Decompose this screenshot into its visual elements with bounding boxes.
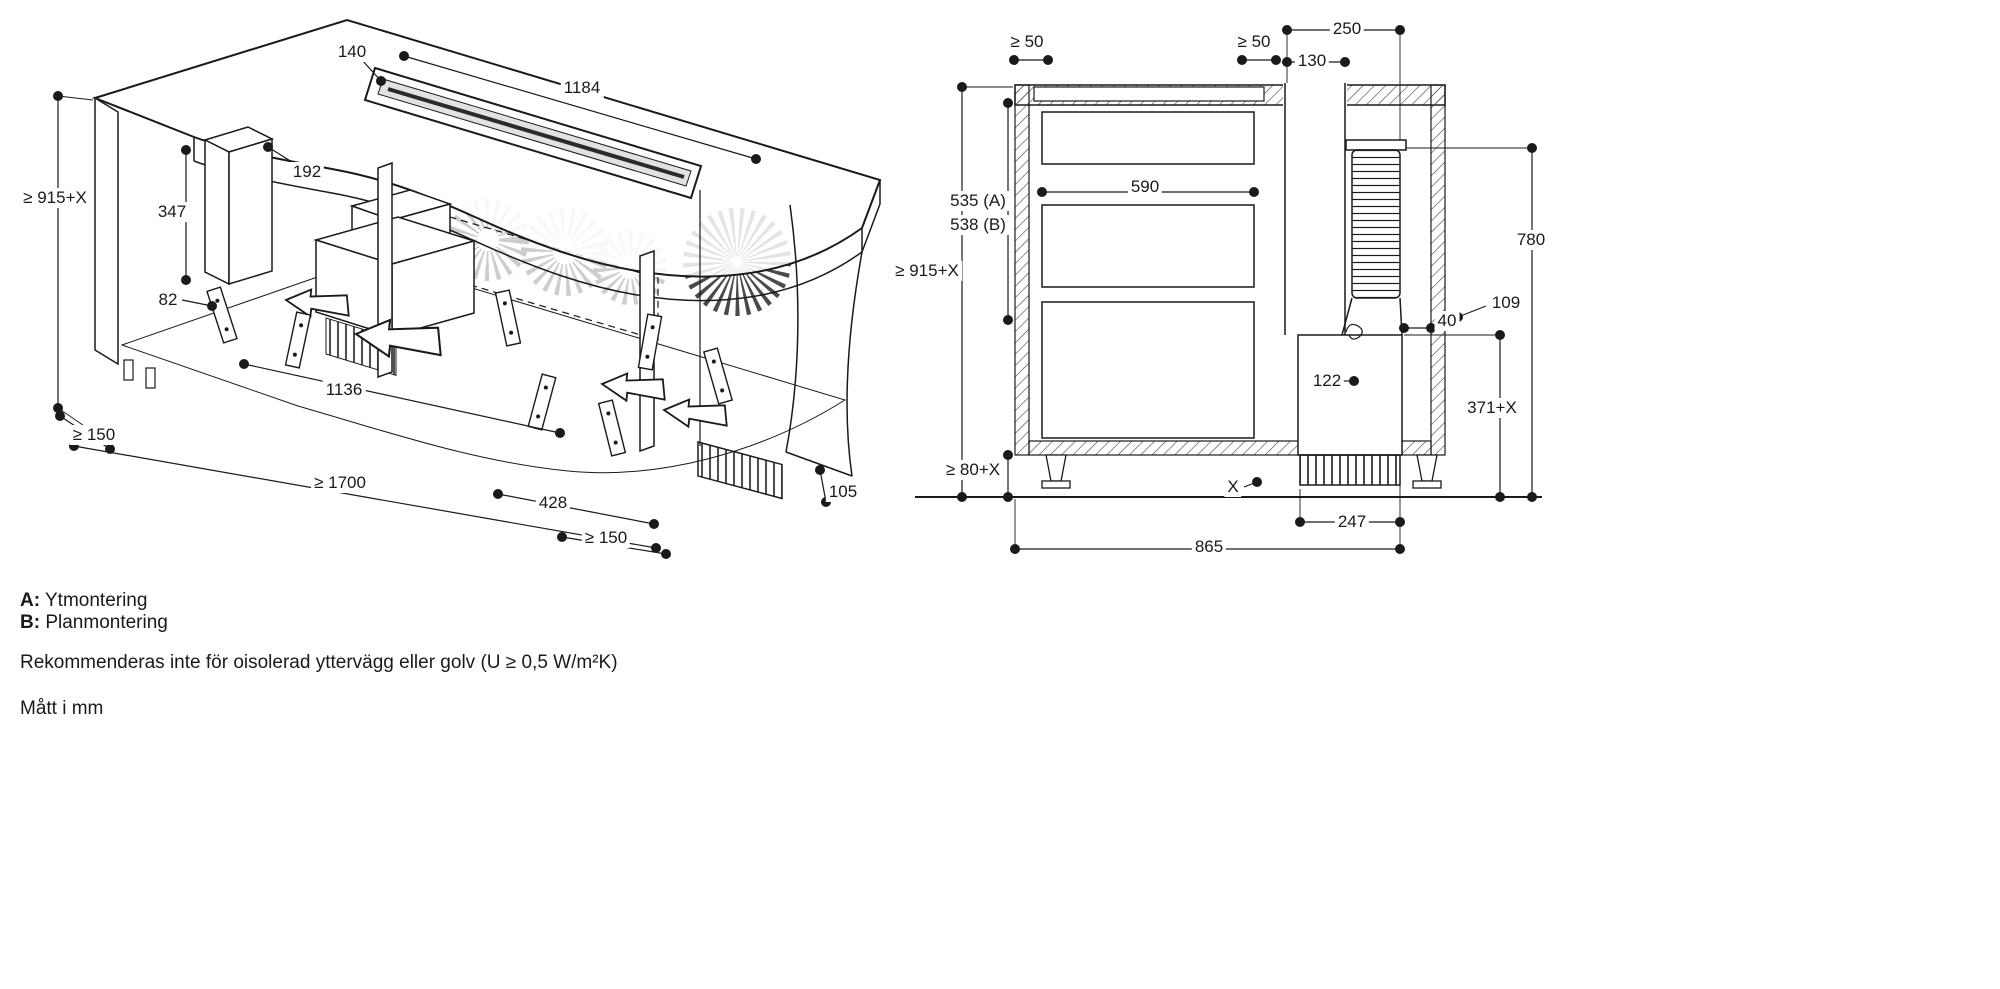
dim-hose-780: 780 — [1513, 230, 1549, 250]
right-panel-outer — [846, 251, 863, 477]
drawer — [1041, 111, 1255, 165]
leg — [123, 359, 134, 381]
dim-recess-x: X — [1224, 477, 1242, 497]
dim-depth-428: 428 — [535, 493, 571, 513]
worktop-right-edge — [861, 180, 881, 253]
cooktop — [1033, 86, 1265, 102]
dim-clearance-50-left: ≥ 50 — [1007, 32, 1047, 52]
airflow-arrow-icon — [600, 372, 666, 403]
dim-gap-40: 40 — [1434, 311, 1460, 331]
dim-plinth-80x: ≥ 80+X — [942, 460, 1004, 480]
recirculation-box — [202, 126, 275, 286]
dim-duct-130: 130 — [1294, 51, 1330, 71]
dim-offset-109: 109 — [1488, 293, 1524, 313]
cable-curl-icon — [1345, 323, 1363, 340]
units-note: Mått i mm — [20, 698, 104, 719]
section-view — [915, 25, 1542, 554]
dim-duct-250: 250 — [1329, 19, 1365, 39]
right-wall — [1430, 84, 1446, 456]
airflow-arrow-icon — [353, 318, 442, 359]
legend-a-text: Ytmontering — [45, 590, 148, 611]
dim-box-depth-192: 192 — [289, 162, 325, 182]
dim-clearance-50-mid: ≥ 50 — [1234, 32, 1274, 52]
dim-clearance-150-left: ≥ 150 — [69, 425, 119, 445]
iso-dimension-lines — [53, 51, 831, 559]
dim-min-width-1700: ≥ 1700 — [311, 473, 369, 493]
dim-depth-535-a: 535 (A) — [947, 191, 1009, 211]
dim-inner-width-1136: 1136 — [322, 380, 366, 400]
dim-slot-length-1184: 1184 — [560, 78, 604, 98]
dim-blower-width-247: 247 — [1334, 512, 1370, 532]
drawer — [1041, 204, 1255, 288]
left-wall — [1014, 84, 1030, 456]
cabinet-foot — [1412, 454, 1442, 489]
dim-total-width-865: 865 — [1191, 537, 1227, 557]
leg — [145, 367, 156, 389]
cabinet-foot — [1041, 454, 1071, 489]
legend-b: B: Planmontering — [20, 612, 168, 634]
dim-blower-371x: 371+X — [1464, 398, 1520, 418]
legend-a: A: Ytmontering — [20, 590, 147, 612]
dim-drawer-590: 590 — [1127, 177, 1163, 197]
blower-box — [1297, 334, 1403, 456]
dim-slot-offset-140: 140 — [334, 42, 370, 62]
dim-height-915x: ≥ 915+X — [20, 188, 90, 208]
base-grille — [697, 441, 783, 500]
drawer — [1041, 301, 1255, 439]
dim-height-915x: ≥ 915+X — [892, 261, 962, 281]
dim-box-height-347: 347 — [154, 202, 190, 222]
dim-plinth-105: 105 — [825, 482, 861, 502]
dim-clearance-150-bottom: ≥ 150 — [581, 528, 631, 548]
floor-slab — [120, 257, 847, 474]
flex-hose — [1351, 149, 1401, 299]
worktop-front-edge — [193, 160, 863, 302]
vent-slot-grille — [387, 87, 685, 179]
dim-gap-82: 82 — [155, 290, 181, 310]
installation-drawing — [53, 18, 1542, 559]
dim-depth-538-b: 538 (B) — [947, 215, 1009, 235]
legend-a-key: A: — [20, 590, 41, 611]
legend-b-text: Planmontering — [45, 612, 168, 633]
right-panel-inner — [785, 204, 799, 453]
iso-view — [53, 18, 882, 559]
blower-grille — [1299, 454, 1401, 486]
airflow-arrow-icon — [662, 398, 728, 429]
legend-b-key: B: — [20, 612, 41, 633]
dim-offset-122: 122 — [1309, 371, 1345, 391]
recommendation-note: Rekommenderas inte för oisolerad yttervä… — [20, 652, 618, 673]
left-panel — [94, 96, 119, 366]
hose-collar — [1345, 139, 1407, 151]
